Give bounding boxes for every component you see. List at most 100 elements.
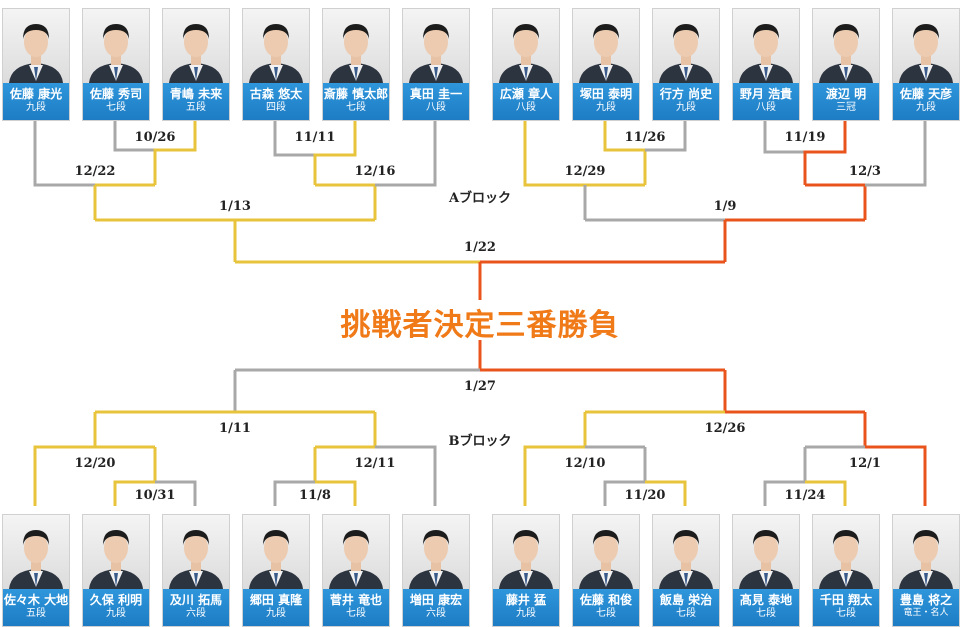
player-nameplate: 千田 翔太七段: [813, 589, 879, 626]
player-name: 古森 悠太: [249, 87, 303, 101]
player-rank: 九段: [916, 102, 936, 113]
player-nameplate: 菅井 竜也七段: [323, 589, 389, 626]
player-nameplate: 佐藤 秀司七段: [83, 83, 149, 120]
player-name: 渡辺 明: [825, 87, 867, 101]
player-card: 青嶋 未来五段: [162, 8, 230, 121]
player-photo: [163, 515, 229, 589]
player-nameplate: 増田 康宏六段: [403, 589, 469, 626]
player-nameplate: 佐藤 天彦九段: [893, 83, 959, 120]
player-nameplate: 及川 拓馬六段: [163, 589, 229, 626]
player-card: 菅井 竜也七段: [322, 514, 390, 627]
a-r2c-winner-a: [523, 121, 645, 187]
player-photo: [813, 515, 879, 589]
player-card: 久保 利明九段: [82, 514, 150, 627]
date-b-r1a: 10/31: [134, 488, 176, 503]
player-card: 佐藤 和俊七段: [572, 514, 640, 627]
player-card: 古森 悠太四段: [242, 8, 310, 121]
player-rank: 七段: [676, 608, 696, 619]
date-a-r2b: 12/16: [354, 164, 396, 179]
player-nameplate: 佐々木 大地五段: [3, 589, 69, 626]
player-photo: [733, 515, 799, 589]
b-r2b-join: [315, 412, 377, 449]
player-card: 佐藤 康光九段: [2, 8, 70, 121]
player-photo: [243, 515, 309, 589]
player-card: 藤井 猛九段: [492, 514, 560, 627]
player-nameplate: 佐藤 康光九段: [3, 83, 69, 120]
player-card: 飯島 栄治七段: [652, 514, 720, 627]
player-name: 斎藤 慎太郎: [323, 87, 389, 101]
player-nameplate: 豊島 将之竜王・名人: [893, 589, 959, 626]
player-name: 野月 浩貴: [739, 87, 793, 101]
b-r2b-loser: [375, 445, 437, 506]
player-nameplate: 真田 圭一八段: [403, 83, 469, 120]
player-photo: [323, 9, 389, 83]
b-r1a-loser: [155, 480, 197, 506]
player-card: 佐藤 天彦九段: [892, 8, 960, 121]
player-photo: [3, 515, 69, 589]
b-r1c-winner: [645, 480, 687, 506]
date-a-r3b: 1/9: [713, 199, 737, 214]
date-b-r2d: 12/1: [849, 456, 881, 471]
b-r2a-winner: [33, 412, 97, 506]
a-r1b-winner: [313, 121, 357, 185]
player-rank: 九段: [106, 608, 126, 619]
player-name: 青嶋 未来: [169, 87, 223, 101]
player-card: 佐藤 秀司七段: [82, 8, 150, 121]
a-r1c-winner: [603, 121, 647, 185]
player-photo: [733, 9, 799, 83]
player-photo: [893, 515, 959, 589]
player-photo: [83, 9, 149, 83]
player-card: 真田 圭一八段: [402, 8, 470, 121]
player-name: 千田 翔太: [819, 593, 873, 607]
player-photo: [573, 515, 639, 589]
player-rank: 七段: [346, 102, 366, 113]
player-nameplate: 郷田 真隆九段: [243, 589, 309, 626]
player-card: 増田 康宏六段: [402, 514, 470, 627]
player-photo: [573, 9, 639, 83]
player-rank: 七段: [836, 608, 856, 619]
player-rank: 五段: [186, 102, 206, 113]
b-r1b-loser: [273, 480, 315, 506]
player-rank: 四段: [266, 102, 286, 113]
block-b-label: Bブロック: [448, 434, 512, 449]
player-nameplate: 佐藤 和俊七段: [573, 589, 639, 626]
player-card: 斎藤 慎太郎七段: [322, 8, 390, 121]
player-photo: [403, 9, 469, 83]
player-photo: [493, 515, 559, 589]
player-photo: [893, 9, 959, 83]
player-photo: [493, 9, 559, 83]
player-name: 髙見 泰地: [739, 593, 793, 607]
date-b-final: 1/27: [464, 379, 496, 394]
date-b-r2a: 12/20: [74, 456, 116, 471]
player-card: 渡辺 明三冠: [812, 8, 880, 121]
player-rank: 九段: [266, 608, 286, 619]
player-name: 佐藤 天彦: [899, 87, 953, 101]
player-photo: [813, 9, 879, 83]
player-nameplate: 野月 浩貴八段: [733, 83, 799, 120]
player-card: 野月 浩貴八段: [732, 8, 800, 121]
player-rank: 八段: [516, 102, 536, 113]
player-rank: 八段: [426, 102, 446, 113]
player-rank: 九段: [596, 102, 616, 113]
date-a-r1d: 11/19: [784, 130, 826, 145]
date-b-r2b: 12/11: [354, 456, 396, 471]
a-r2d-winner: [805, 183, 867, 220]
player-card: 郷田 真隆九段: [242, 514, 310, 627]
date-a-final: 1/22: [464, 240, 496, 255]
player-card: 広瀬 章人八段: [492, 8, 560, 121]
player-nameplate: 青嶋 未来五段: [163, 83, 229, 120]
a-r2d-loser: [865, 121, 927, 187]
player-name: 郷田 真隆: [249, 593, 303, 607]
a-r1d-winner: [803, 121, 847, 185]
player-card: 及川 拓馬六段: [162, 514, 230, 627]
player-nameplate: 久保 利明九段: [83, 589, 149, 626]
date-a-r2c: 12/29: [564, 164, 606, 179]
player-rank: 九段: [676, 102, 696, 113]
a-r2b-loser: [375, 121, 437, 187]
player-name: 菅井 竜也: [329, 593, 383, 607]
player-nameplate: 行方 尚史九段: [653, 83, 719, 120]
player-photo: [83, 515, 149, 589]
a-r1c-loser: [645, 121, 687, 152]
b-r1c-loser: [603, 480, 645, 506]
